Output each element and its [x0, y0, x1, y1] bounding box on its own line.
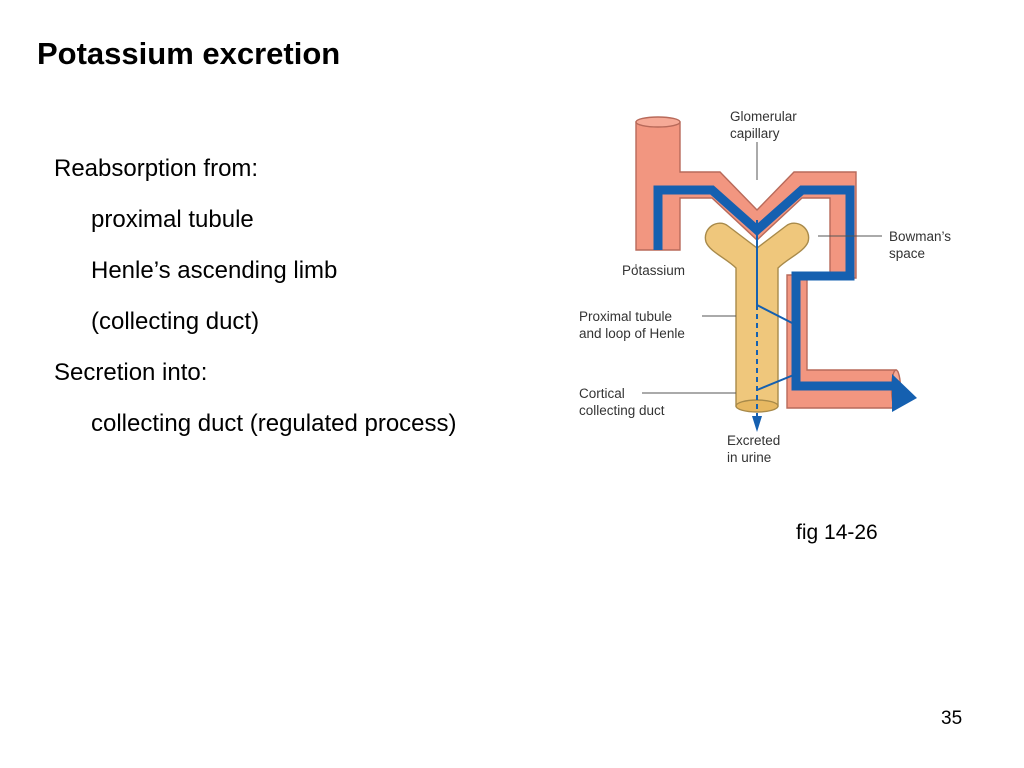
flow-arrowhead-icon — [892, 374, 917, 412]
slide-title: Potassium excretion — [37, 36, 341, 71]
bullet-list: Reabsorption from: proximal tubule Henle… — [54, 152, 457, 458]
label-cortical-collecting-duct: Cortical collecting duct — [579, 386, 665, 418]
page-number: 35 — [941, 708, 963, 729]
label-potassium: Potassium — [622, 263, 685, 278]
bullet-collecting-duct: (collecting duct) — [91, 308, 260, 335]
bullet-proximal-tubule: proximal tubule — [91, 206, 254, 233]
nephron-diagram: Glomerular capillary Bowman’s space Pota… — [579, 109, 955, 465]
bullet-henle-ascending-limb: Henle’s ascending limb — [91, 257, 338, 284]
label-glomerular-capillary: Glomerular capillary — [730, 109, 801, 141]
bullet-reabsorption: Reabsorption from: — [54, 155, 259, 182]
leader-lines — [635, 142, 882, 394]
label-bowmans-space: Bowman’s space — [889, 229, 955, 261]
label-excreted-in-urine: Excreted in urine — [727, 433, 784, 465]
bullet-collecting-duct-regulated: collecting duct (regulated process) — [91, 410, 457, 437]
label-proximal-tubule: Proximal tubule and loop of Henle — [579, 309, 685, 341]
bullet-secretion: Secretion into: — [54, 359, 208, 386]
figure-caption: fig 14-26 — [796, 521, 878, 544]
excretion-arrow-icon — [752, 416, 762, 432]
potassium-flow — [653, 185, 917, 432]
